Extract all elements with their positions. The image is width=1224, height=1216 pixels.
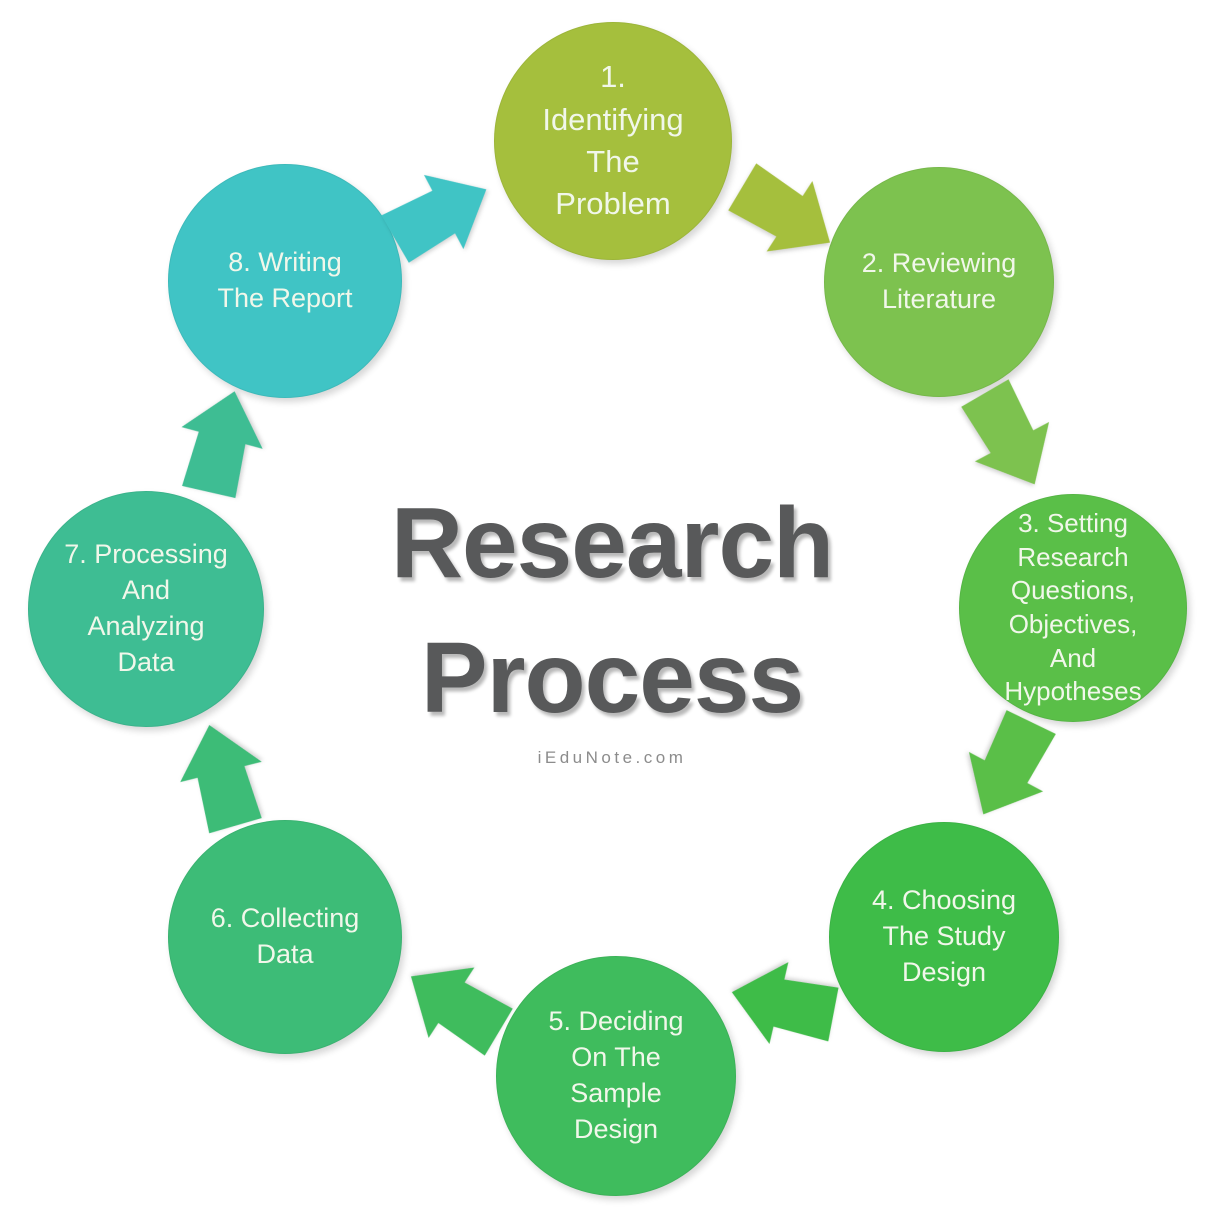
arrow-8-to-1	[381, 174, 487, 263]
step-label-2: 2. Reviewing Literature	[861, 248, 1017, 314]
step-circle-1: 1. Identifying The Problem	[494, 22, 732, 260]
arrow-7-to-8	[181, 391, 263, 499]
step-label-4: 4. Choosing The Study Design	[871, 885, 1017, 987]
arrow-2-to-3	[961, 379, 1050, 485]
step-label-8: 8. Writing The Report	[217, 247, 353, 313]
step-label-6: 6. Collecting Data	[210, 903, 360, 969]
step-label-3: 3. Setting Research Questions, Objective…	[1004, 508, 1142, 707]
step-circle-5: 5. Deciding On The Sample Design	[496, 956, 736, 1196]
arrow-1-to-2	[728, 163, 831, 252]
arrow-6-to-7	[180, 725, 262, 834]
diagram-title: Research Process	[390, 487, 834, 734]
step-label-5: 5. Deciding On The Sample Design	[548, 1006, 684, 1144]
step-circle-3: 3. Setting Research Questions, Objective…	[959, 494, 1187, 722]
step-label-1: 1. Identifying The Problem	[542, 59, 684, 222]
step-circle-7: 7. Processing And Analyzing Data	[28, 491, 264, 727]
step-circle-6: 6. Collecting Data	[168, 820, 402, 1054]
step-label-7: 7. Processing And Analyzing Data	[64, 539, 228, 677]
step-circle-2: 2. Reviewing Literature	[824, 167, 1054, 397]
arrow-5-to-6	[410, 967, 513, 1056]
arrow-3-to-4	[968, 710, 1056, 815]
step-circle-4: 4. Choosing The Study Design	[829, 822, 1059, 1052]
arrow-4-to-5	[731, 962, 839, 1044]
watermark: iEduNote.com	[537, 748, 687, 767]
step-circle-8: 8. Writing The Report	[168, 164, 402, 398]
